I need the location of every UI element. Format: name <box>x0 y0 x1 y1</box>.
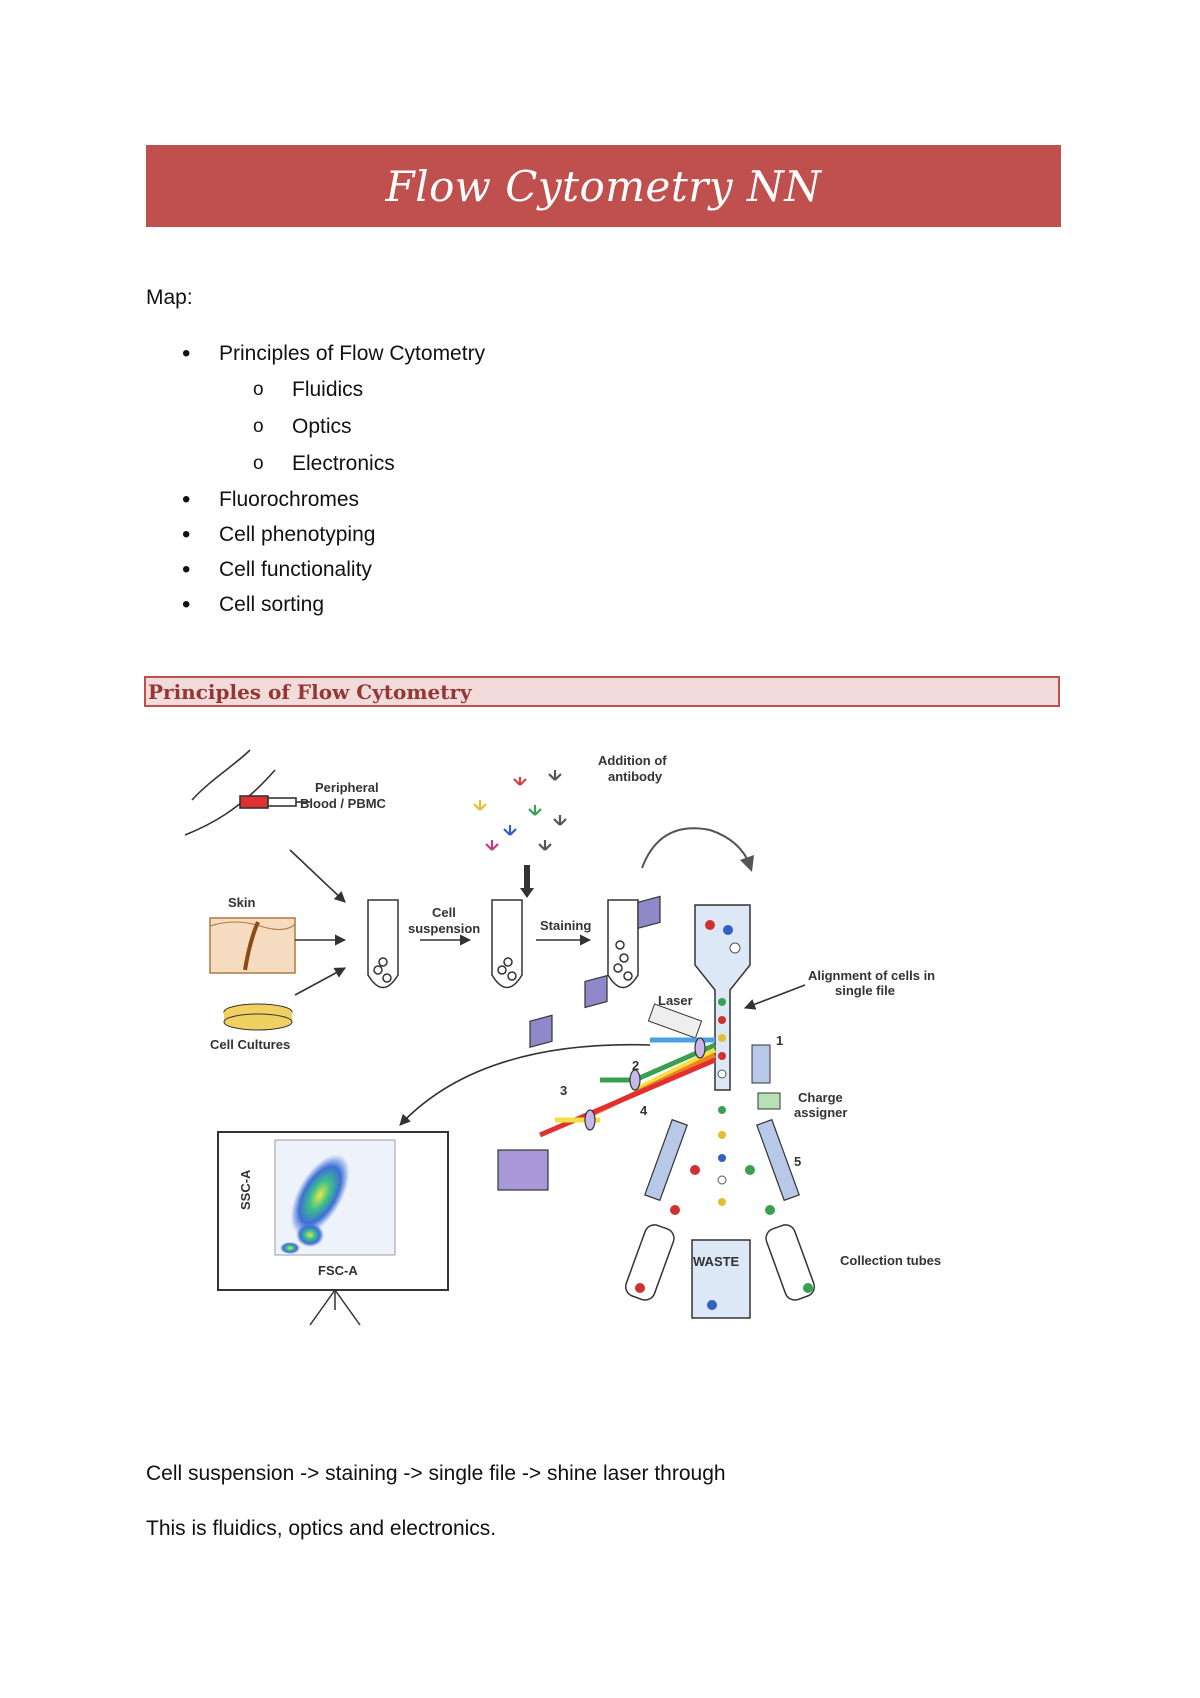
sample-tube-icon <box>367 899 399 989</box>
filter-icons <box>584 1037 706 1131</box>
label-single-file: single file <box>835 983 895 998</box>
outline-item: Fluorochromes <box>146 482 485 517</box>
label-1: 1 <box>776 1033 783 1048</box>
document-title: Flow Cytometry NN <box>385 161 822 211</box>
outline-item: Cell sorting <box>146 587 485 622</box>
outline-subitem: Electronics <box>219 445 485 482</box>
label-ssc-a: SSC-A <box>238 1169 253 1210</box>
section-heading-box: Principles of Flow Cytometry <box>144 676 1060 707</box>
label-assigner: assigner <box>794 1105 847 1120</box>
map-label: Map: <box>146 286 193 309</box>
waste-container-icon <box>691 1239 751 1319</box>
outline-list: Principles of Flow Cytometry Fluidics Op… <box>146 336 485 622</box>
flow-cytometry-diagram: Peripheral Blood / PBMC Addition of anti… <box>184 749 941 1326</box>
suspension-tube-icon <box>491 899 523 989</box>
label-4: 4 <box>640 1103 648 1118</box>
paragraph: This is fluidics, optics and electronics… <box>146 1517 497 1540</box>
label-alignment: Alignment of cells in <box>808 968 935 983</box>
stained-tube-icon <box>607 899 639 989</box>
outline-subitem: Fluidics <box>219 371 485 408</box>
document-title-bar: Flow Cytometry NN <box>146 145 1061 227</box>
label-laser: Laser <box>658 993 693 1008</box>
label-blood-pbmc: Blood / PBMC <box>300 796 387 811</box>
charge-assigner-icon <box>757 1092 781 1110</box>
skin-icon <box>209 917 296 974</box>
outline-item: Principles of Flow Cytometry Fluidics Op… <box>146 336 485 482</box>
label-skin: Skin <box>228 895 256 910</box>
laser-icon <box>647 1003 703 1039</box>
arm-syringe-icon <box>184 749 310 836</box>
label-staining: Staining <box>540 918 591 933</box>
label-5: 5 <box>794 1154 801 1169</box>
culture-dish-icon <box>223 1003 293 1031</box>
curved-arrow-icon <box>641 827 751 869</box>
label-waste: WASTE <box>693 1254 740 1269</box>
outline-item: Cell phenotyping <box>146 517 485 552</box>
label-antibody: antibody <box>608 769 663 784</box>
plot-monitor-icon <box>217 1131 449 1326</box>
label-addition-of: Addition of <box>598 753 667 768</box>
droplets <box>670 1106 775 1215</box>
collection-tube-left-icon <box>624 1224 675 1301</box>
label-collection-tubes: Collection tubes <box>840 1253 941 1268</box>
label-3: 3 <box>560 1083 567 1098</box>
detector-1-icon <box>751 1044 771 1084</box>
label-peripheral: Peripheral <box>315 780 379 795</box>
label-charge: Charge <box>798 1090 843 1105</box>
label-2: 2 <box>632 1058 639 1073</box>
antibody-icon <box>473 770 567 851</box>
outline-sublist: Fluidics Optics Electronics <box>219 371 485 482</box>
label-suspension: suspension <box>408 921 480 936</box>
label-cell-cultures: Cell Cultures <box>210 1037 290 1052</box>
section-heading: Principles of Flow Cytometry <box>148 680 472 704</box>
label-fsc-a: FSC-A <box>318 1263 358 1278</box>
label-cell: Cell <box>432 905 456 920</box>
deflection-plates-icon <box>644 1118 800 1202</box>
flow-cell-icon <box>694 904 751 1091</box>
outline-subitem: Optics <box>219 408 485 445</box>
collection-tube-right-icon <box>765 1224 816 1301</box>
paragraph: Cell suspension -> staining -> single fi… <box>146 1462 726 1485</box>
input-arrows <box>289 849 592 996</box>
detector-icons <box>497 895 661 1191</box>
outline-item: Cell functionality <box>146 552 485 587</box>
